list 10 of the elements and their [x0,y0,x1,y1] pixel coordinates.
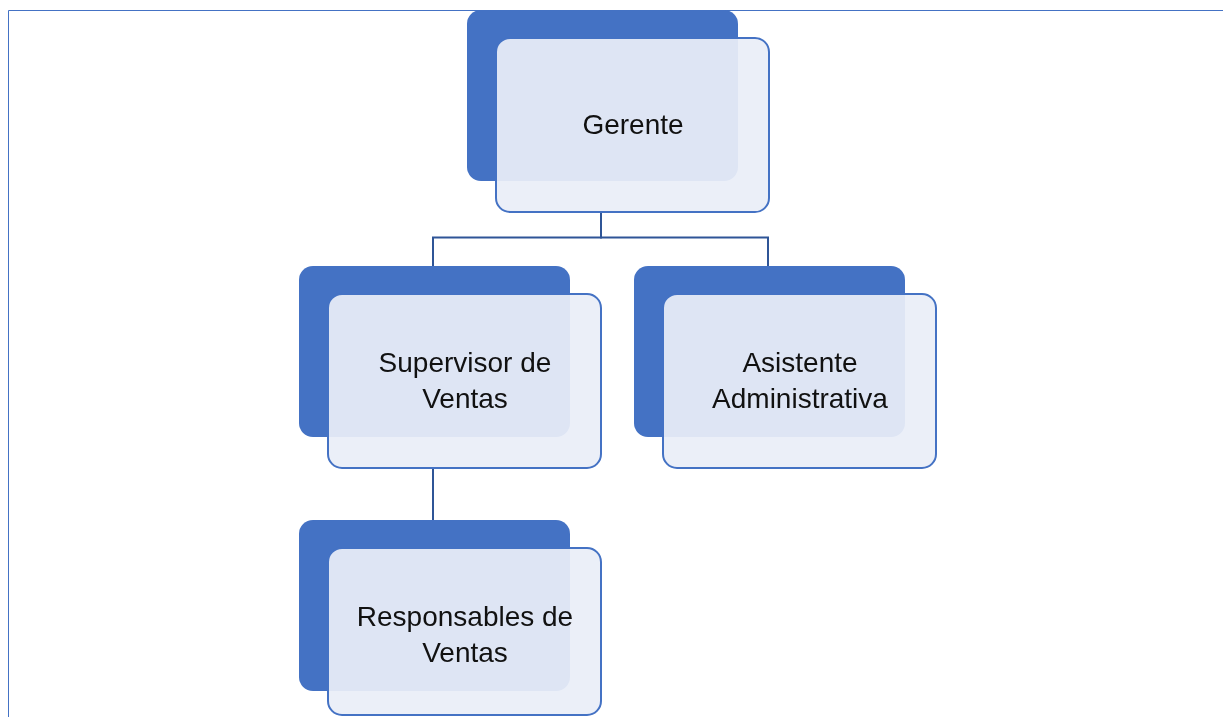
org-chart-box [299,520,602,716]
connector-line [432,468,434,521]
org-chart-box [299,266,602,469]
org-chart-box [634,266,937,469]
role-label: Asistente Administrativa [711,345,889,416]
role-label: Responsables de Ventas [355,599,575,670]
role-label: Supervisor de Ventas [377,345,553,416]
org-chart-box [467,10,770,213]
connector-line [600,212,769,267]
role-label: Gerente [581,107,685,142]
